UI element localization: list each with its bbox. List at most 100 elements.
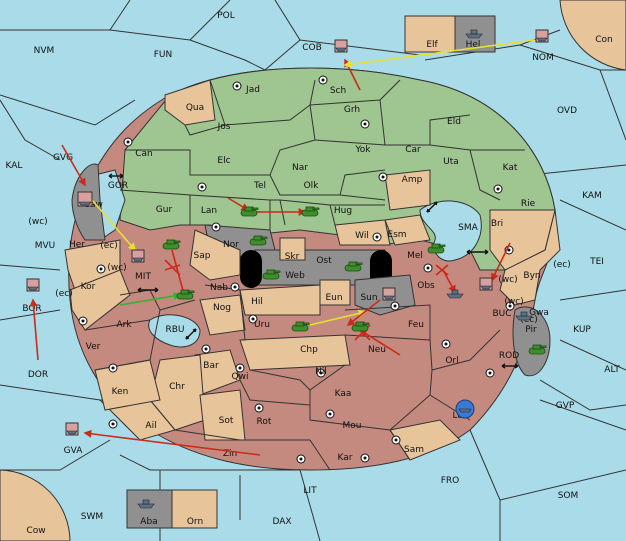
- tank-icon: [262, 269, 281, 280]
- supply-center-icon: [232, 81, 242, 91]
- region-amp[interactable]: [384, 169, 431, 211]
- coast-label: (wc): [498, 275, 517, 285]
- region-label: Elc: [217, 156, 230, 166]
- supply-center-icon: [296, 454, 306, 464]
- region-elf[interactable]: [404, 15, 456, 53]
- region-hil[interactable]: [239, 284, 321, 316]
- region-label: Nog: [213, 303, 231, 313]
- fleet-units: [26, 29, 549, 509]
- coast-label: (ec): [553, 260, 571, 270]
- region-label: Ark: [116, 320, 132, 330]
- region-label: Ken: [112, 387, 129, 397]
- supply-center-icon: [360, 453, 370, 463]
- region-sot[interactable]: [199, 389, 246, 441]
- region-label: Jos: [217, 122, 231, 132]
- supply-center-icon: [493, 184, 503, 194]
- ship-icon: [77, 191, 93, 207]
- region-label: Orl: [445, 356, 458, 366]
- region-label: ROD: [499, 351, 519, 361]
- region-label: Lan: [201, 206, 217, 216]
- region-eun[interactable]: [319, 279, 351, 306]
- tank-icon: [176, 289, 195, 300]
- region-esm[interactable]: [384, 214, 431, 246]
- supply-center-icon: [254, 403, 264, 413]
- sea-label: ALT: [604, 365, 620, 375]
- region-label: Kar: [338, 453, 353, 463]
- region-label: MIT: [135, 272, 151, 282]
- region-label: Grh: [344, 105, 360, 115]
- region-label: Gur: [156, 205, 173, 215]
- region-label: Uru: [254, 320, 270, 330]
- region-label: Chr: [169, 382, 185, 392]
- ship-icon: [131, 249, 145, 263]
- sea-label: POL: [217, 11, 235, 21]
- region-label: RBU: [165, 325, 184, 335]
- ship-icon: [515, 311, 533, 321]
- sea-label: SOM: [558, 491, 579, 501]
- region-label: Esm: [387, 230, 406, 240]
- region-label: Obs: [417, 281, 435, 291]
- region-label: Neu: [368, 345, 386, 355]
- region-con[interactable]: [559, 0, 626, 71]
- region-qua[interactable]: [164, 79, 216, 126]
- region-skr[interactable]: [279, 237, 306, 261]
- region-pir[interactable]: [512, 306, 551, 377]
- supply-center-icon: [235, 363, 245, 373]
- double-arrow-icon: [426, 201, 438, 213]
- region-label: Can: [135, 149, 153, 159]
- supply-center-icon: [123, 137, 133, 147]
- region-label: Yok: [354, 145, 371, 155]
- tank-icon: [344, 261, 363, 272]
- region-label: Chp: [300, 345, 318, 355]
- region-label: Car: [405, 145, 421, 155]
- coast-label: (ec): [55, 289, 73, 299]
- region-label: Uta: [443, 157, 459, 167]
- sea-label: TEI: [589, 257, 604, 267]
- double-arrow-icon: [185, 328, 197, 340]
- sea-label: KUP: [573, 325, 591, 335]
- tank-icon: [351, 321, 370, 332]
- sea-label: FRO: [441, 476, 460, 486]
- double-arrow-icon: [137, 287, 159, 293]
- region-label: Hil: [251, 297, 263, 307]
- region-label: Ver: [86, 342, 101, 352]
- supply-center-icon: [108, 363, 118, 373]
- region-nog[interactable]: [199, 294, 246, 336]
- tank-icon: [240, 206, 259, 217]
- region-cow[interactable]: [0, 469, 71, 541]
- region-label: Sch: [330, 86, 346, 96]
- supply-center-icon: [230, 282, 240, 292]
- region-kor[interactable]: [69, 269, 131, 331]
- region-label: Wil: [355, 231, 369, 241]
- sea-label: KAM: [582, 191, 602, 201]
- supply-center-icon: [391, 435, 401, 445]
- sea-label: SWM: [81, 512, 103, 522]
- supply-center-icon: [318, 75, 328, 85]
- region-chp[interactable]: [239, 334, 351, 371]
- ship-icon: [535, 29, 549, 43]
- region-rie[interactable]: [489, 209, 556, 271]
- coast-label: (ec): [100, 241, 118, 251]
- region-label: GOR: [108, 181, 128, 191]
- sea-label: COB: [302, 43, 322, 53]
- supply-center-icon: [378, 172, 388, 182]
- coast-label: (wc): [107, 263, 126, 273]
- sea-label: KAL: [6, 161, 23, 171]
- region-label: Eld: [447, 117, 461, 127]
- box-label: Elf: [426, 40, 438, 50]
- box-label: Aba: [140, 517, 157, 527]
- region-label: Sam: [404, 445, 424, 455]
- region-sap[interactable]: [189, 229, 241, 281]
- region-orn[interactable]: [171, 489, 218, 529]
- ship-icon: [382, 287, 396, 301]
- supply-center-icon: [211, 222, 221, 232]
- sea-label: LIT: [303, 486, 317, 496]
- sea-label: OVD: [557, 106, 577, 116]
- sea-label: DOR: [28, 370, 48, 380]
- supply-center-icon: [201, 344, 211, 354]
- tank-icon: [301, 206, 320, 217]
- region-label: Amp: [402, 175, 423, 185]
- supply-center-icon: [96, 264, 106, 274]
- supply-center-icon: [325, 409, 335, 419]
- region-label: Skr: [285, 252, 300, 262]
